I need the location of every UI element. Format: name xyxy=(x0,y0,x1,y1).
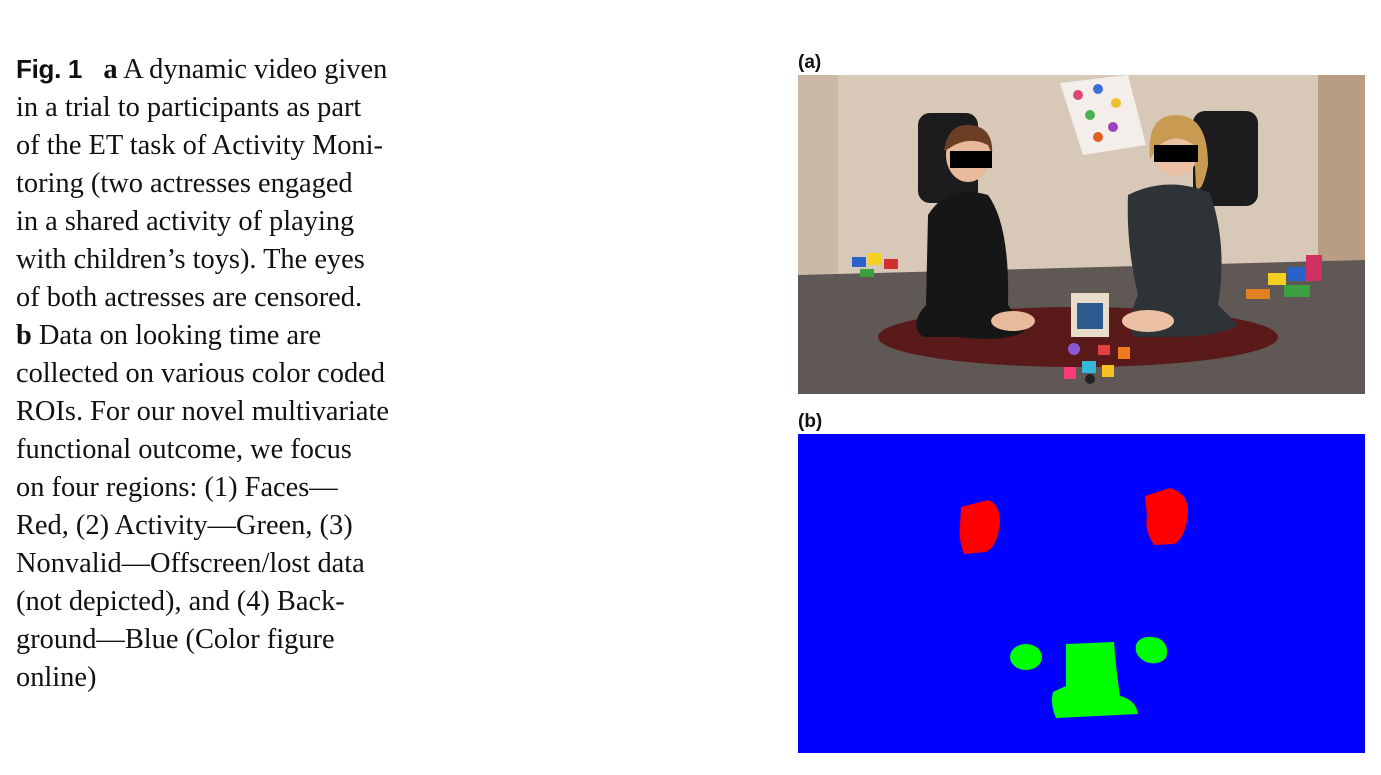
caption-b-text: Data on looking time are xyxy=(38,320,322,351)
lego-pile-left xyxy=(868,253,882,265)
panel-b-label: (b) xyxy=(798,411,823,432)
roi-face-right xyxy=(1145,488,1189,545)
actress-left-legs xyxy=(991,311,1035,331)
caption-line: on four regions: (1) Faces— xyxy=(16,472,338,503)
toy-ball xyxy=(1068,343,1080,355)
caption-line: collected on various color coded xyxy=(16,358,385,389)
roi-activity-center xyxy=(1052,642,1138,718)
chair-right xyxy=(1193,111,1258,206)
lego-pile-right xyxy=(1284,285,1310,297)
actress-right-body xyxy=(1127,184,1238,337)
caption-line: online) xyxy=(16,662,97,693)
caption-line-0: Fig. 1 a A dynamic video given xyxy=(16,50,456,89)
roi-activity-right-hand xyxy=(1135,636,1167,664)
caption-letter-b: b xyxy=(16,320,32,351)
lego-pile-right xyxy=(1268,273,1286,285)
caption-line: in a shared activity of playing xyxy=(16,206,355,237)
poster-letter xyxy=(1093,84,1103,94)
poster-letter xyxy=(1111,98,1121,108)
video-frame-panel-a xyxy=(798,75,1365,394)
figure-number: Fig. 1 xyxy=(16,54,83,84)
caption-line: of the ET task of Activity Moni- xyxy=(16,130,383,161)
poster-letter xyxy=(1093,132,1103,142)
lego-pile-right xyxy=(1288,267,1306,281)
video-frame-illustration xyxy=(798,75,1365,394)
caption-a-text: A dynamic video given xyxy=(123,54,388,85)
roi-map xyxy=(798,434,1365,753)
caption-line: in a trial to participants as part xyxy=(16,92,362,123)
toy-block xyxy=(1102,365,1114,377)
caption-line: ground—Blue (Color figure xyxy=(16,624,335,655)
lego-pile-right xyxy=(1306,255,1322,281)
eye-censor-bar-left xyxy=(950,151,992,168)
caption-line: Nonvalid—Offscreen/lost data xyxy=(16,548,365,579)
caption-line: ROIs. For our novel multivariate xyxy=(16,396,389,427)
poster-letter xyxy=(1108,122,1118,132)
panel-a-label: (a) xyxy=(798,52,822,73)
lego-pile-left xyxy=(860,269,874,277)
poster-letter xyxy=(1085,110,1095,120)
caption-line: of both actresses are censored. xyxy=(16,282,363,313)
caption-line-b: b Data on looking time are xyxy=(16,317,456,355)
caption-letter-a: a xyxy=(103,54,118,85)
lego-pile-left xyxy=(852,257,866,267)
toy-block xyxy=(1098,345,1110,355)
caption-line: toring (two actresses engaged xyxy=(16,168,353,199)
figure-caption: Fig. 1 a A dynamic video given in a tria… xyxy=(16,50,456,697)
toy-car xyxy=(1085,374,1095,384)
actress-right-legs xyxy=(1122,310,1174,332)
actress-left-body xyxy=(916,191,1026,339)
toy-box-picture xyxy=(1077,303,1103,329)
lego-pile-right xyxy=(1246,289,1270,299)
lego-pile-left xyxy=(884,259,898,269)
actress-right-hair xyxy=(1149,115,1208,189)
toy-block xyxy=(1118,347,1130,359)
caption-line: (not depicted), and (4) Back- xyxy=(16,586,345,617)
caption-line: with children’s toys). The eyes xyxy=(16,244,365,275)
poster-letter xyxy=(1073,90,1083,100)
roi-face-left xyxy=(959,500,1000,554)
toy-block xyxy=(1064,367,1076,379)
roi-activity-left-hand xyxy=(1010,644,1042,670)
toy-block xyxy=(1082,361,1096,373)
eye-censor-bar-right xyxy=(1154,145,1198,162)
caption-line: Red, (2) Activity—Green, (3) xyxy=(16,510,353,541)
caption-line: functional outcome, we focus xyxy=(16,434,352,465)
roi-map-panel-b xyxy=(798,434,1365,753)
actress-left-hair xyxy=(944,124,993,155)
